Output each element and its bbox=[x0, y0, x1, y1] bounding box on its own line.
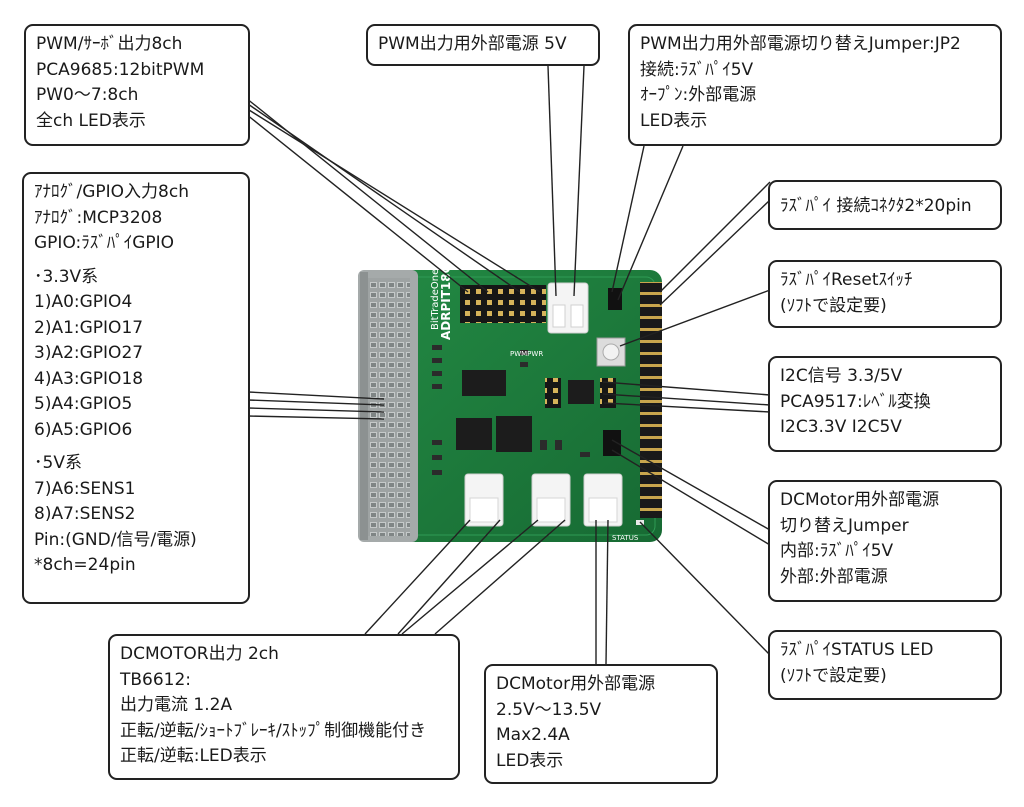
callout-line: *8ch=24pin bbox=[34, 555, 136, 575]
callout-line: Max2.4A bbox=[496, 725, 570, 745]
callout-line: 4)A3:GPIO18 bbox=[34, 368, 144, 389]
callout-line: 接続:ﾗｽﾞﾊﾟｲ5V bbox=[640, 59, 754, 80]
pca9685-chip bbox=[462, 370, 506, 396]
callout-line: ｵｰﾌﾟﾝ:外部電源 bbox=[640, 85, 757, 105]
mcp3208-chip bbox=[456, 418, 492, 450]
callout-line: ﾗｽﾞﾊﾟｲResetｽｲｯﾁ bbox=[780, 270, 913, 290]
callout-i2c: I2C信号 3.3/5V PCA9517:ﾚﾍﾞﾙ変換 I2C3.3V I2C5… bbox=[768, 356, 1002, 452]
callout-reset-switch: ﾗｽﾞﾊﾟｲResetｽｲｯﾁ (ｿﾌﾄで設定要) bbox=[768, 260, 1002, 328]
callout-line: 1)A0:GPIO4 bbox=[34, 292, 133, 312]
callout-line: DCMOTOR出力 2ch bbox=[120, 644, 279, 664]
silk-status: STATUS bbox=[612, 534, 639, 542]
callout-line: I2C3.3V I2C5V bbox=[780, 417, 902, 437]
callout-line: PW0～7:8ch bbox=[36, 85, 139, 105]
silk-model: ADRPIT18C bbox=[439, 264, 453, 340]
pca9517-chip bbox=[568, 380, 594, 404]
callout-line: 内部:ﾗｽﾞﾊﾟｲ5V bbox=[780, 541, 894, 561]
callout-line: 外部:外部電源 bbox=[780, 566, 888, 587]
tb6612-chip bbox=[496, 416, 532, 452]
callout-line: ﾗｽﾞﾊﾟｲ 接続ｺﾈｸﾀ2*20pin bbox=[780, 196, 972, 216]
callout-line: Pin:(GND/信号/電源) bbox=[34, 529, 197, 550]
callout-line: 7)A6:SENS1 bbox=[34, 478, 136, 499]
callout-line: LED表示 bbox=[640, 110, 708, 131]
callout-line: ｱﾅﾛｸﾞ:MCP3208 bbox=[34, 207, 163, 228]
callout-dc-jumper: DCMotor用外部電源 切り替えJumper 内部:ﾗｽﾞﾊﾟｲ5V 外部:外… bbox=[768, 480, 1002, 602]
callout-line: PCA9517:ﾚﾍﾞﾙ変換 bbox=[780, 391, 931, 412]
callout-line: ﾗｽﾞﾊﾟｲSTATUS LED bbox=[780, 640, 934, 660]
callout-dc-output: DCMOTOR出力 2ch TB6612: 出力電流 1.2A 正転/逆転/ｼｮ… bbox=[108, 634, 460, 780]
silk-pwmpwr: PWMPWR bbox=[510, 350, 543, 358]
callout-line: PWM出力用外部電源切り替えJumper:JP2 bbox=[640, 34, 961, 54]
callout-line: 2.5V～13.5V bbox=[496, 699, 602, 720]
callout-line: ･3.3V系 bbox=[34, 266, 99, 287]
callout-line: GPIO:ﾗｽﾞﾊﾟｲGPIO bbox=[34, 233, 175, 253]
callout-line: 切り替えJumper bbox=[780, 515, 909, 536]
silk-brand: BitTradeOne bbox=[430, 269, 441, 330]
servo-header bbox=[460, 285, 546, 323]
callout-line: (ｿﾌﾄで設定要) bbox=[780, 665, 887, 686]
callout-line: 正転/逆転:LED表示 bbox=[120, 746, 267, 766]
callout-pwm-power: PWM出力用外部電源 5V bbox=[366, 24, 600, 66]
callout-status-led: ﾗｽﾞﾊﾟｲSTATUS LED (ｿﾌﾄで設定要) bbox=[768, 630, 1002, 700]
callout-line: PWM出力用外部電源 5V bbox=[378, 34, 567, 54]
callout-line: ･5V系 bbox=[34, 453, 82, 473]
callout-dc-power: DCMotor用外部電源 2.5V～13.5V Max2.4A LED表示 bbox=[484, 664, 718, 784]
callout-line: DCMotor用外部電源 bbox=[496, 674, 656, 694]
callout-line: 正転/逆転/ｼｮｰﾄﾌﾞﾚｰｷ/ｽﾄｯﾌﾟ制御機能付き bbox=[120, 720, 427, 741]
callout-line: 出力電流 1.2A bbox=[120, 695, 233, 715]
jp2-jumper bbox=[608, 288, 622, 310]
callout-line: 5)A4:GPIO5 bbox=[34, 394, 133, 414]
callout-line: PCA9685:12bitPWM bbox=[36, 59, 205, 80]
callout-line: TB6612: bbox=[120, 669, 192, 690]
callout-pwm-jumper: PWM出力用外部電源切り替えJumper:JP2 接続:ﾗｽﾞﾊﾟｲ5V ｵｰﾌ… bbox=[628, 24, 1002, 146]
callout-pi-connector: ﾗｽﾞﾊﾟｲ 接続ｺﾈｸﾀ2*20pin bbox=[768, 180, 1002, 230]
callout-line: 6)A5:GPIO6 bbox=[34, 419, 133, 440]
callout-line: PWM/ｻｰﾎﾞ出力8ch bbox=[36, 34, 183, 54]
callout-line: I2C信号 3.3/5V bbox=[780, 366, 903, 386]
callout-pwm-servo: PWM/ｻｰﾎﾞ出力8ch PCA9685:12bitPWM PW0～7:8ch… bbox=[24, 24, 250, 146]
callout-line: (ｿﾌﾄで設定要) bbox=[780, 295, 887, 316]
callout-line: 8)A7:SENS2 bbox=[34, 504, 136, 524]
callout-analog-gpio: ｱﾅﾛｸﾞ/GPIO入力8ch ｱﾅﾛｸﾞ:MCP3208 GPIO:ﾗｽﾞﾊﾟ… bbox=[22, 172, 250, 604]
dc-jumper bbox=[603, 430, 621, 456]
callout-line: DCMotor用外部電源 bbox=[780, 490, 940, 510]
callout-line: ｱﾅﾛｸﾞ/GPIO入力8ch bbox=[34, 182, 189, 202]
callout-line: 2)A1:GPIO17 bbox=[34, 317, 144, 338]
callout-line: 全ch LED表示 bbox=[36, 110, 146, 131]
callout-line: LED表示 bbox=[496, 750, 564, 771]
callout-line: 3)A2:GPIO27 bbox=[34, 343, 144, 363]
